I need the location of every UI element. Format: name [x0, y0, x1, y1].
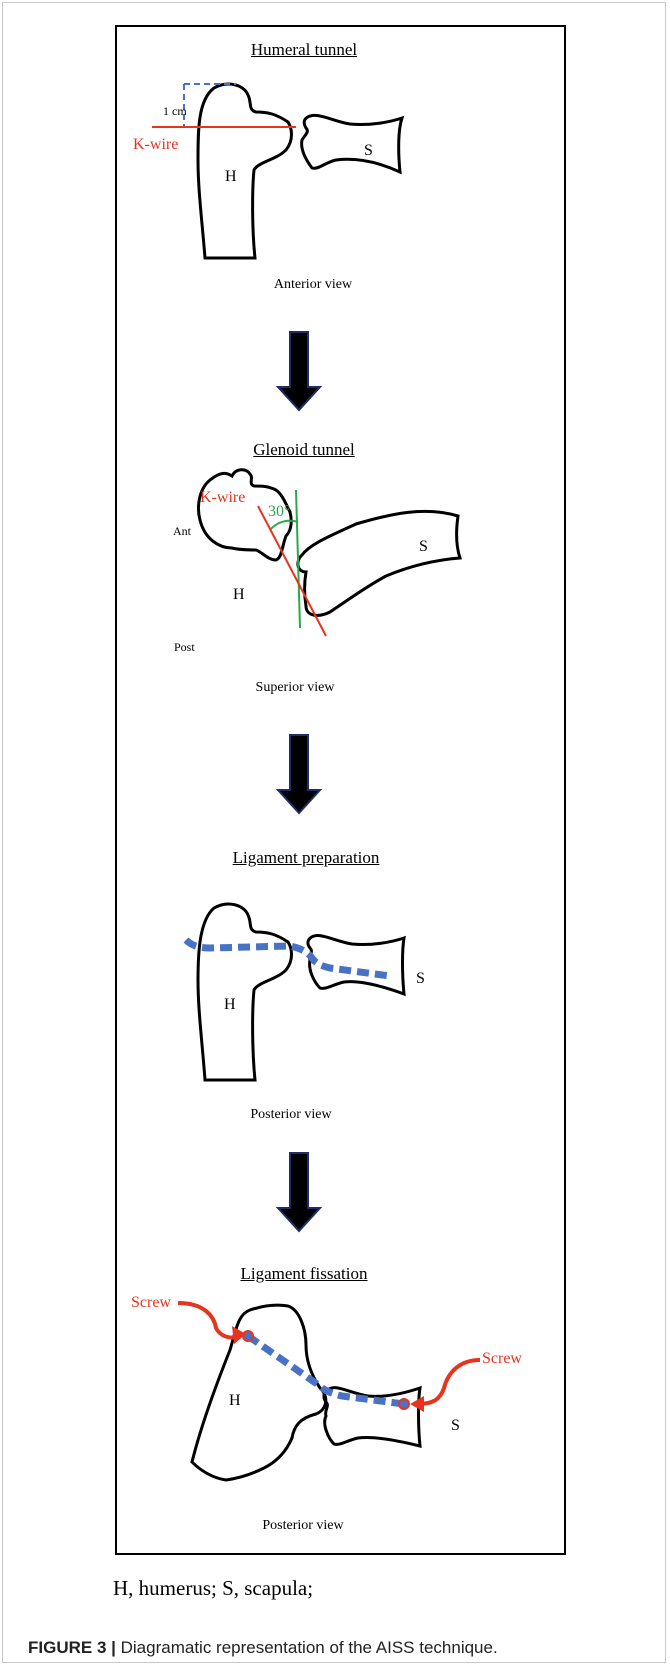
- screw-arrow-left: [178, 1303, 246, 1344]
- down-arrow-2: [278, 735, 320, 813]
- title-glenoid-tunnel: Glenoid tunnel: [253, 440, 355, 460]
- title-humeral-tunnel: Humeral tunnel: [251, 40, 357, 60]
- humerus-label-3: H: [224, 996, 236, 1014]
- angle-label: 30°: [268, 503, 290, 521]
- humerus-anterior: [198, 84, 292, 258]
- kwire-label-1: K-wire: [133, 136, 178, 154]
- screw-marker-humerus: [243, 1331, 253, 1341]
- humerus-label-1: H: [225, 168, 237, 186]
- humerus-fixation: [192, 1305, 326, 1480]
- measure-label: 1 cm: [163, 104, 187, 119]
- figure-caption: FIGURE 3 | Diagramatic representation of…: [28, 1638, 498, 1658]
- caption-posterior-view-2: Posterior view: [262, 1518, 343, 1534]
- humerus-label-2: H: [233, 586, 245, 604]
- caption-superior-view: Superior view: [256, 680, 335, 696]
- scapula-label-2: S: [419, 538, 428, 556]
- title-ligament-fissation: Ligament fissation: [240, 1264, 367, 1284]
- scapula-superior: [298, 511, 460, 615]
- screw-label-left: Screw: [131, 1294, 171, 1312]
- caption-anterior-view: Anterior view: [274, 277, 352, 293]
- humerus-label-4: H: [229, 1392, 241, 1410]
- scapula-anterior: [302, 116, 402, 173]
- angle-arc: [270, 521, 298, 530]
- scapula-label-4: S: [451, 1417, 460, 1435]
- ligament-graft-2: [248, 1336, 404, 1404]
- down-arrow-3: [278, 1153, 320, 1231]
- screw-label-right: Screw: [482, 1350, 522, 1368]
- posterior-label: Post: [174, 640, 195, 655]
- down-arrow-1: [278, 332, 320, 410]
- figure-label: FIGURE 3 |: [28, 1638, 116, 1657]
- title-ligament-preparation: Ligament preparation: [233, 848, 380, 868]
- anterior-label: Ant: [173, 524, 191, 539]
- scapula-label-1: S: [364, 142, 373, 160]
- scapula-label-3: S: [416, 970, 425, 988]
- caption-posterior-view-1: Posterior view: [250, 1107, 331, 1123]
- screw-arrow-right: [410, 1360, 480, 1412]
- legend-text: H, humerus; S, scapula;: [113, 1576, 313, 1601]
- kwire-label-2: K-wire: [200, 489, 245, 507]
- figure-caption-text: Diagramatic representation of the AISS t…: [121, 1638, 498, 1657]
- humerus-posterior: [198, 904, 292, 1080]
- screw-marker-scapula: [399, 1399, 409, 1409]
